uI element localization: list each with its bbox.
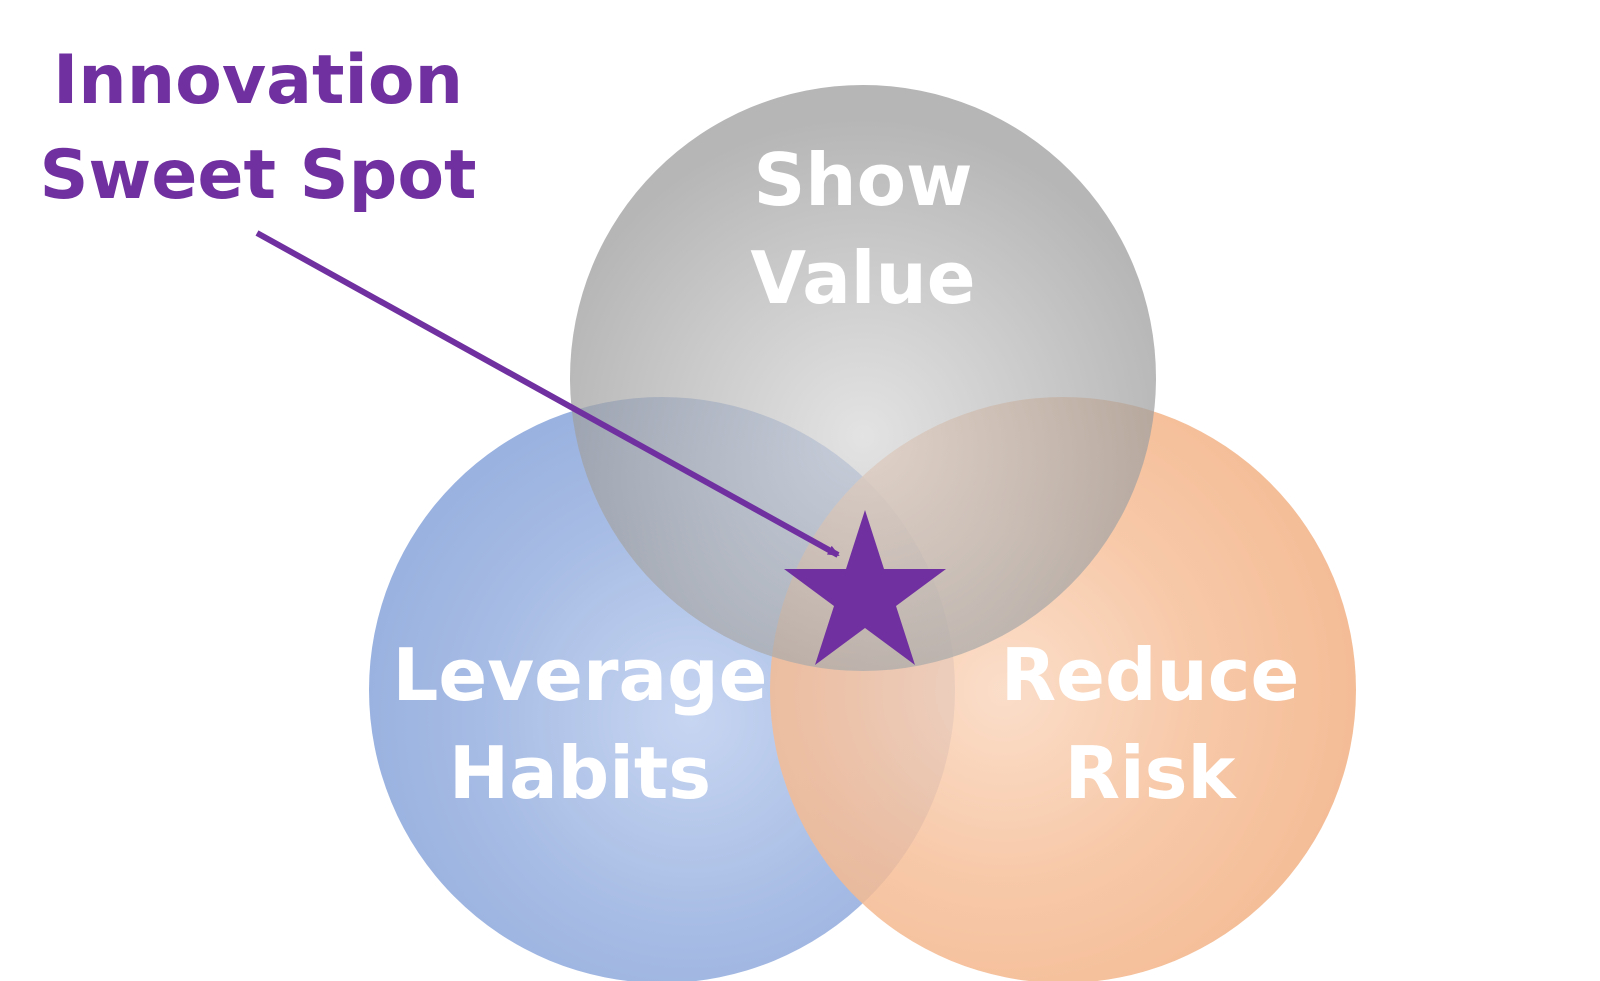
callout-title-line1: Innovation <box>53 41 463 120</box>
callout-title-line2: Sweet Spot <box>39 136 476 215</box>
reduce-risk-label-line1: Reduce <box>1001 633 1300 717</box>
circle-show-value <box>570 85 1156 671</box>
show-value-label-line1: Show <box>753 138 972 222</box>
show-value-label-line2: Value <box>750 236 975 320</box>
reduce-risk-label-line2: Risk <box>1065 731 1238 815</box>
leverage-habits-label-line1: Leverage <box>393 633 768 717</box>
leverage-habits-label-line2: Habits <box>449 731 711 815</box>
star-icon <box>784 510 946 665</box>
arrow-icon <box>255 230 840 558</box>
